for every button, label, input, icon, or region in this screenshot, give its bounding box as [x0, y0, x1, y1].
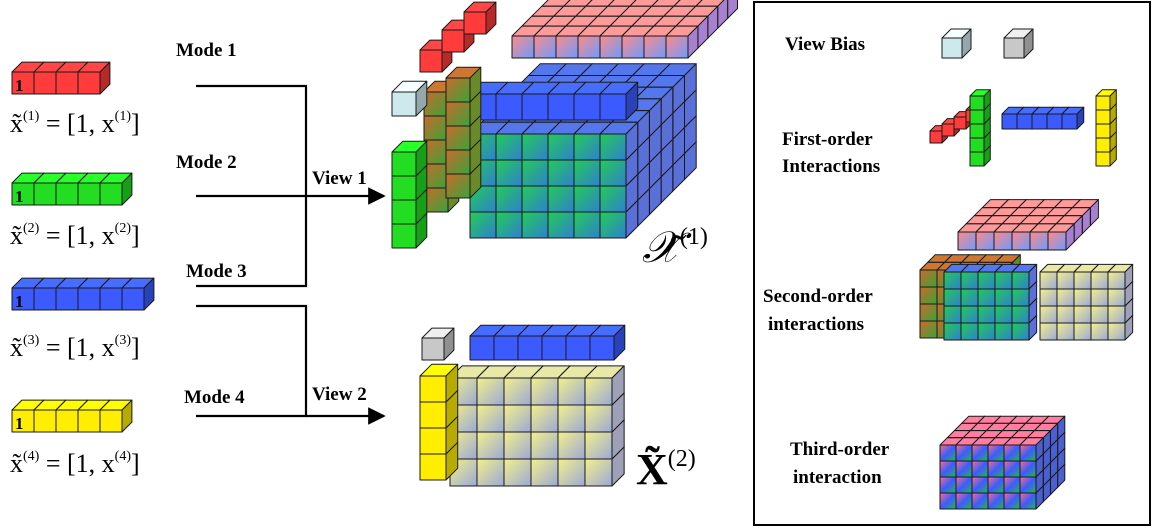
mode-bars: 1 1 1 1 [11, 61, 155, 433]
equation-mode-2: x̃(2) = [1, x(2)] [10, 221, 140, 250]
tensor-view-2 [419, 324, 626, 487]
legend-second-order-line1: Second-order [763, 286, 873, 307]
green-blue-cube [599, 121, 639, 161]
red-blue-cube [1047, 223, 1075, 251]
one-badge: 1 [15, 414, 24, 433]
legend-first-order-line2: Interactions [782, 156, 880, 177]
legend-first-order-line1: First-order [782, 129, 873, 150]
blue-cube [589, 324, 626, 361]
view-bias-cube [1003, 28, 1034, 59]
yellow-blue-cube [1107, 263, 1134, 290]
equation-mode-4: x̃(4) = [1, x(4)] [10, 449, 140, 478]
view-1-label: View 1 [312, 168, 367, 189]
green-cube [391, 140, 428, 177]
equation-mode-1: x̃(1) = [1, x(1)] [10, 109, 140, 138]
tensor-1-symbol: 𝒳̃(1) [642, 223, 708, 272]
equation-mode-3: x̃(3) = [1, x(3)] [10, 333, 140, 362]
green-blue-cube [1011, 263, 1038, 290]
equations: x̃(1) = [1, x(1)] x̃(2) = [1, x(2)] x̃(3… [10, 109, 140, 478]
one-badge: 1 [15, 187, 24, 206]
view-2-label: View 2 [312, 384, 367, 405]
one-badge: 1 [15, 292, 24, 311]
connector-lines [196, 84, 386, 425]
view-bias-cube [941, 28, 972, 59]
mode-1-label: Mode 1 [176, 40, 237, 61]
tensor-2-symbol: X̃(2) [636, 445, 696, 494]
red-blue-cube [665, 25, 699, 59]
legend-third-order-line2: interaction [793, 467, 882, 488]
mode-3-label: Mode 3 [186, 261, 247, 282]
view-bias-cube [391, 80, 428, 117]
view-bias-cube [421, 327, 455, 361]
third-order-cube [1019, 437, 1044, 462]
yellow-blue-cube [584, 365, 625, 406]
blue-cube [599, 81, 639, 121]
one-badge: 1 [15, 76, 24, 95]
legend-second-order-line2: interactions [768, 314, 864, 335]
tensor-view-1 [391, 0, 738, 249]
mode-2-label: Mode 2 [176, 152, 237, 173]
yellow-cube [419, 363, 459, 403]
green-cube [969, 89, 991, 111]
mode-bar-cube [121, 277, 155, 311]
yellow-cube [1095, 89, 1117, 111]
mode-4-label: Mode 4 [184, 387, 245, 408]
red-green-cube [445, 66, 482, 103]
mode-bar-cube [77, 61, 111, 95]
blue-cube [1061, 106, 1085, 130]
mode-bar-cube [99, 399, 133, 433]
legend-third-order-line1: Third-order [790, 439, 890, 460]
legend-view-bias: View Bias [785, 34, 865, 55]
red-cube [463, 1, 497, 35]
mode-bar-cube [99, 172, 133, 206]
legend-illustrations [919, 28, 1134, 510]
